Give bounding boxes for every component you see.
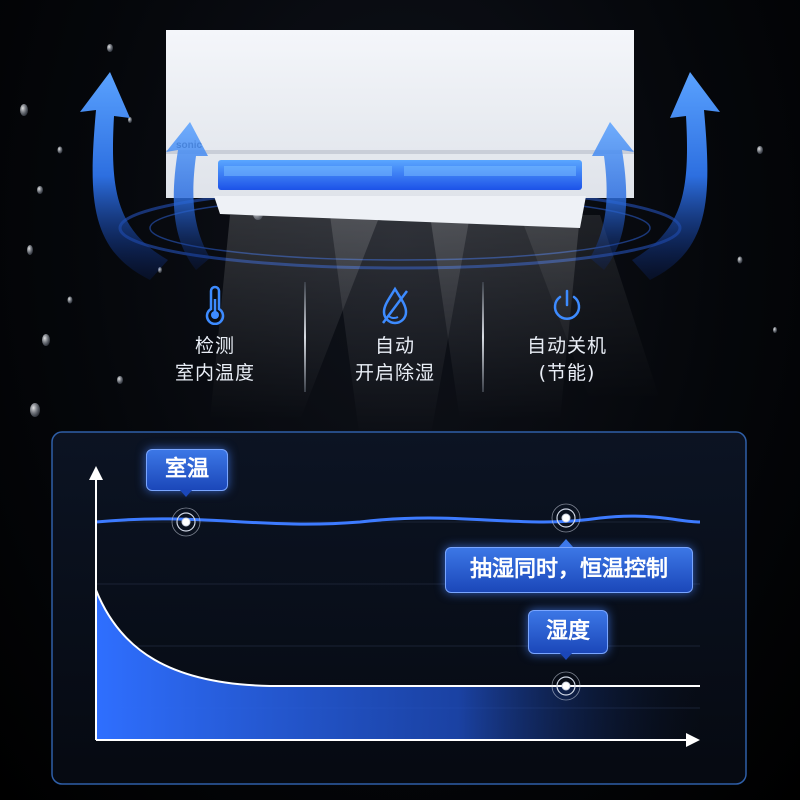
humidity-marker [551, 671, 581, 701]
feature-line: 自动 [374, 335, 415, 357]
feature-line: (节能) [538, 362, 596, 384]
feature-auto-shutdown: 自动关机 (节能) [492, 285, 642, 387]
power-icon [553, 289, 581, 320]
room-temp-label: 室温 [146, 449, 228, 491]
feature-line: 室内温度 [174, 362, 255, 384]
thermometer-icon [205, 285, 225, 325]
airflow-arrows [80, 72, 720, 280]
humidity-label: 湿度 [528, 610, 608, 654]
feature-detect-temperature: 检测 室内温度 [140, 285, 290, 387]
humidity-area [96, 590, 700, 740]
water-drop-slash-icon [382, 286, 408, 325]
airflow-streaks [210, 215, 660, 440]
feature-auto-dehumidify: 自动 开启除湿 [320, 285, 470, 387]
feature-line: 自动关机 [526, 335, 607, 357]
room-temp-curve [95, 514, 701, 526]
feature-divider [304, 282, 306, 392]
humidity-pointer [559, 652, 573, 660]
feature-divider [482, 282, 484, 392]
room-temp-marker [171, 507, 201, 537]
feature-line: 检测 [194, 335, 235, 357]
air-conditioner-unit: sonic [166, 30, 634, 228]
dehumidify-callout: 抽湿同时，恒温控制 [445, 547, 693, 593]
dehumidify-marker [551, 503, 581, 533]
callout-pointer [559, 539, 573, 547]
room-temp-pointer [179, 489, 193, 497]
humidity-curve [95, 589, 700, 687]
feature-line: 开启除湿 [354, 362, 435, 384]
